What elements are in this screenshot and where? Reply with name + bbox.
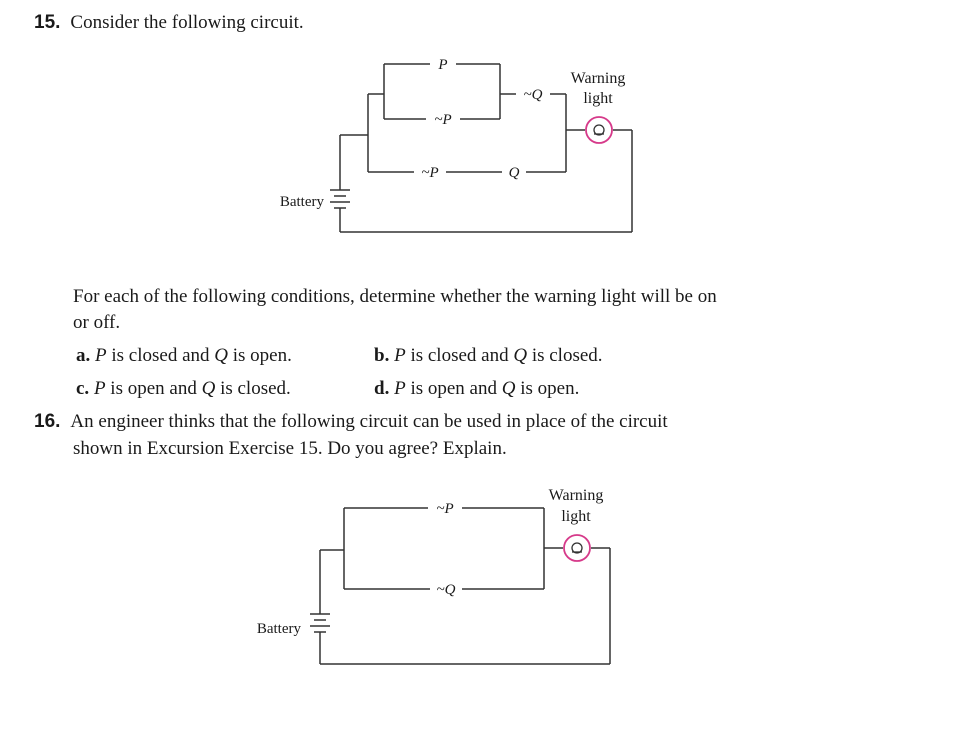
warning-light-15-icon <box>585 116 613 144</box>
option-c: c. P is open and Q is closed. <box>76 378 291 400</box>
option-a-var2: Q <box>214 345 228 366</box>
switch-p-top-label: P <box>437 57 447 73</box>
exercise-15-instructions-line2: or off. <box>73 312 121 333</box>
option-b: b. P is closed and Q is closed. <box>374 345 603 367</box>
warning-light-16-label-line2: light <box>561 508 591 525</box>
exercise-15-instructions-line1: For each of the following conditions, de… <box>73 286 717 307</box>
exercise-16-number: 16. <box>34 411 61 432</box>
option-d: d. P is open and Q is open. <box>374 378 579 400</box>
exercise-15-heading: 15. Consider the following circuit. <box>34 12 304 34</box>
option-d-end: is open. <box>515 378 580 399</box>
warning-light-16-icon <box>563 534 591 562</box>
circuit-16-wires <box>319 507 611 665</box>
option-d-var1: P <box>394 378 406 399</box>
exercise-16-line2: shown in Excursion Exercise 15. Do you a… <box>73 438 507 459</box>
option-c-var1: P <box>93 378 106 399</box>
exercise-15-prompt: Consider the following circuit. <box>70 12 304 33</box>
option-c-letter: c. <box>76 378 90 399</box>
option-a-var1: P <box>95 345 107 366</box>
exercise-16-heading: 16. An engineer thinks that the followin… <box>34 411 668 433</box>
switch-q-bottom-label: Q <box>509 165 520 181</box>
switch-not-q-label: ~Q <box>524 87 543 103</box>
option-d-letter: d. <box>374 378 390 399</box>
option-a-end: is open. <box>228 345 292 366</box>
switch-16-not-p-label: ~P <box>436 501 453 517</box>
option-b-var1: P <box>394 345 406 366</box>
option-b-letter: b. <box>374 345 390 366</box>
battery-16-label: Battery <box>257 621 302 637</box>
warning-light-15-label-line2: light <box>583 90 613 107</box>
warning-light-15-label-line1: Warning <box>571 70 626 87</box>
option-a-mid: is closed and <box>106 345 215 366</box>
switch-not-p-middle-label: ~P <box>434 112 451 128</box>
battery-16-icon <box>310 607 330 640</box>
option-b-end: is closed. <box>527 345 603 366</box>
option-d-mid: is open and <box>405 378 502 399</box>
option-c-end: is closed. <box>215 378 291 399</box>
battery-15-icon <box>330 183 350 214</box>
option-a: a. P is closed and Q is open. <box>76 345 292 367</box>
switch-not-p-bottom-label: ~P <box>421 165 438 181</box>
option-c-mid: is open and <box>105 378 202 399</box>
exercise-15-number: 15. <box>34 12 61 33</box>
battery-15-label: Battery <box>280 194 325 210</box>
circuit-15-wires <box>339 63 633 233</box>
option-d-var2: Q <box>501 378 516 399</box>
option-b-mid: is closed and <box>405 345 514 366</box>
warning-light-16-label-line1: Warning <box>549 487 604 504</box>
option-c-var2: Q <box>201 378 216 399</box>
option-b-var2: Q <box>513 345 528 366</box>
option-a-letter: a. <box>76 345 91 366</box>
switch-16-not-q-label: ~Q <box>437 582 456 598</box>
exercise-16-line1: An engineer thinks that the following ci… <box>70 411 668 432</box>
